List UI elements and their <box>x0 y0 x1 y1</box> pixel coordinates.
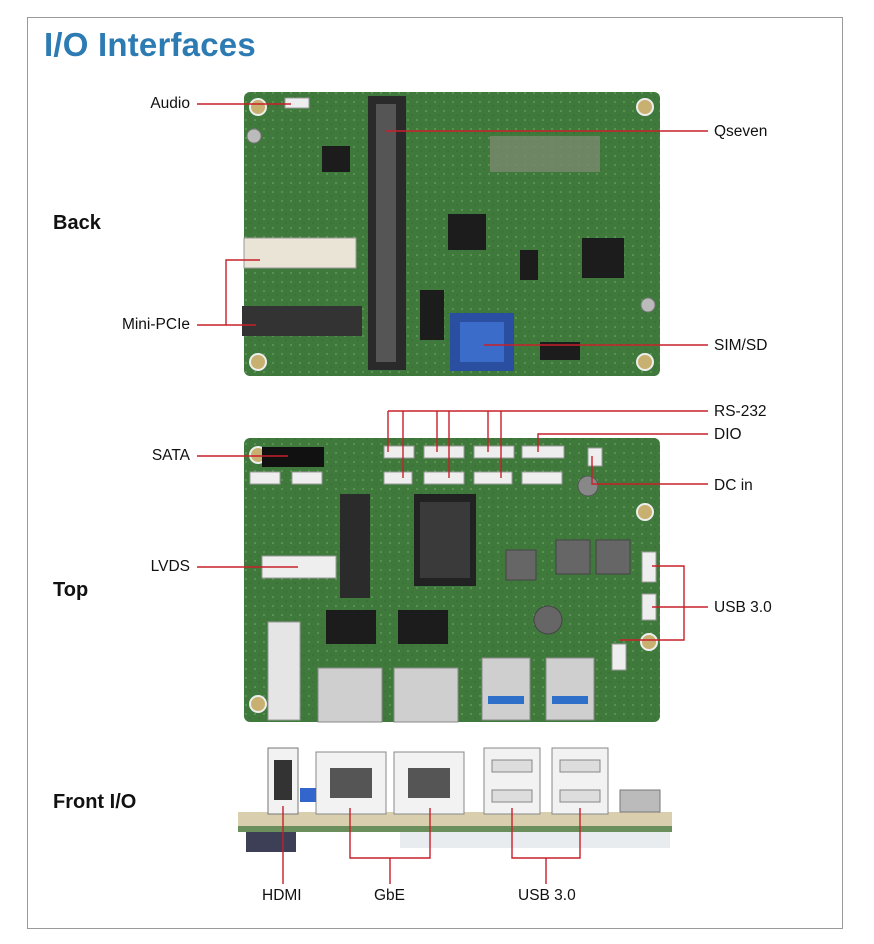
top-board <box>244 438 660 723</box>
label-sata: SATA <box>151 447 190 464</box>
label-lvds: LVDS <box>150 558 190 575</box>
label-usb30-top: USB 3.0 <box>714 599 772 616</box>
section-top: Top <box>53 579 89 601</box>
label-hdmi: HDMI <box>262 887 302 904</box>
label-dio: DIO <box>714 426 742 443</box>
label-gbe: GbE <box>374 887 406 904</box>
section-back: Back <box>53 212 101 234</box>
back-board <box>242 92 660 376</box>
label-sim-sd: SIM/SD <box>714 337 768 354</box>
label-rs232: RS-232 <box>714 403 767 420</box>
label-audio: Audio <box>150 95 190 112</box>
callout-lines <box>197 103 708 884</box>
label-mini-pcie: Mini-PCIe <box>121 316 190 333</box>
page-title: I/O Interfaces <box>44 26 256 63</box>
label-usb30-front: USB 3.0 <box>518 887 576 904</box>
label-dc-in: DC in <box>714 477 753 494</box>
label-qseven: Qseven <box>714 123 768 140</box>
front-io-board <box>238 747 672 852</box>
section-front-io: Front I/O <box>53 791 137 813</box>
